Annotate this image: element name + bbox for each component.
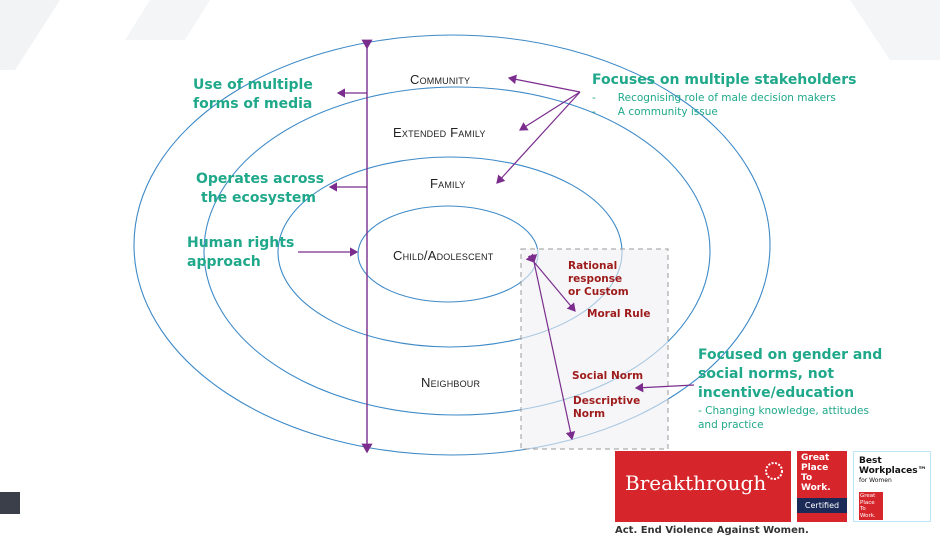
social-norm-label: Social Norm [572, 370, 644, 382]
ring-label-family: Family [430, 176, 466, 191]
stakeholder-item-2: -A community issue [592, 106, 718, 118]
rational-descriptive-arrow [527, 253, 576, 441]
ring-extended-family [203, 86, 711, 416]
ring-label-child: Child/Adolescent [393, 248, 494, 263]
gender-arrow [634, 382, 695, 393]
ring-community [133, 34, 771, 456]
breakthrough-tagline: Act. End Violence Against Women. [615, 525, 809, 536]
stakeholder-arrow-community [507, 74, 581, 93]
sun-icon [765, 462, 783, 480]
stakeholder-item-1: -Recognising role of male decision maker… [592, 92, 836, 104]
stakeholder-arrow-family [496, 91, 581, 184]
breakthrough-logo: Breakthrough Act. End Violence Against W… [615, 451, 809, 536]
moral-rule-label: Moral Rule [587, 308, 651, 320]
stakeholder-arrow-extended [518, 91, 581, 131]
ring-label-neighbour: Neighbour [421, 375, 481, 390]
ring-label-community: Community [410, 72, 471, 87]
certified-banner: Certified [797, 498, 847, 513]
stakeholders-title: Focuses on multiple stakeholders [592, 72, 857, 88]
ring-label-extended-family: Extended Family [393, 125, 486, 140]
corner-block [0, 492, 20, 514]
